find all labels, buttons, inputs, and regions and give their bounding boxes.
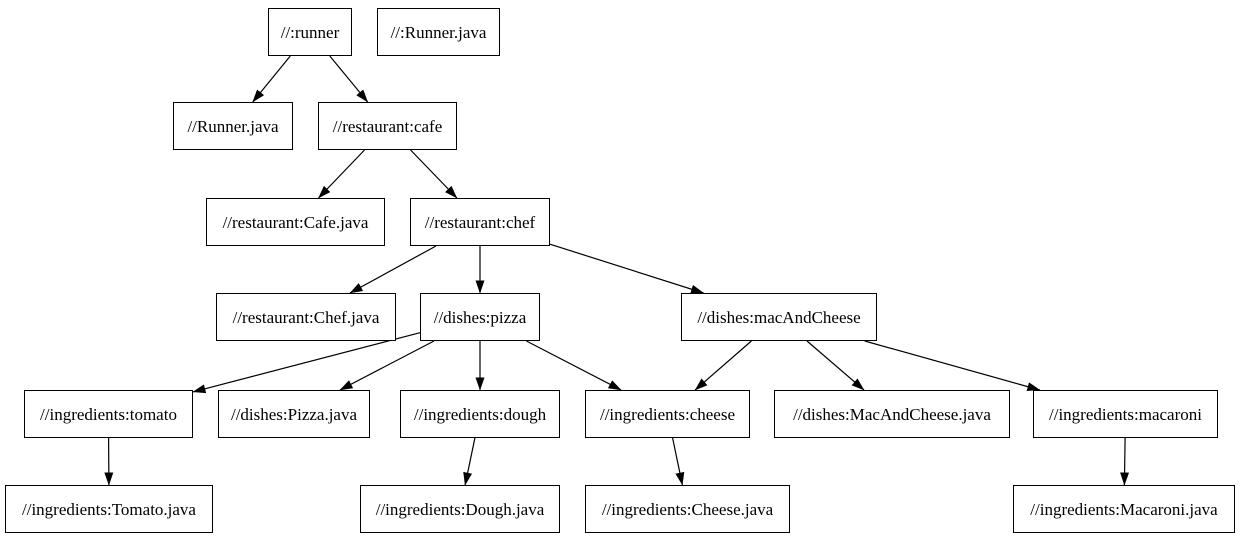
node-ingredients-cheese-java: //ingredients:Cheese.java [585,485,790,533]
edge-chef-to-mac_and_cheese [549,243,704,294]
edge-chef-to-chef_java [349,245,437,294]
node-runner: //:runner [268,8,352,56]
node-restaurant-chef-java: //restaurant:Chef.java [216,293,396,341]
node-ingredients-dough: //ingredients:dough [400,390,560,438]
edge-pizza-to-tomato [192,332,421,394]
node-ingredients-tomato: //ingredients:tomato [24,390,193,438]
node-restaurant-cafe-java: //restaurant:Cafe.java [206,198,385,246]
edge-mac_and_cheese-to-cheese [694,340,752,391]
node-ingredients-cheese: //ingredients:cheese [585,390,750,438]
node-dishes-macandcheese-java: //dishes:MacAndCheese.java [774,390,1010,438]
edge-dough-to-dough_java [463,437,476,486]
node-ingredients-tomato-java: //ingredients:Tomato.java [5,485,213,533]
edge-mac_and_cheese-to-mac_and_cheese_java [806,340,865,391]
edge-cheese-to-cheese_java [672,437,685,486]
edge-macaroni-to-macaroni_java [1120,437,1130,486]
node-restaurant-chef: //restaurant:chef [410,198,550,246]
edge-pizza-to-pizza_java [339,340,435,391]
node-dishes-pizza-java: //dishes:Pizza.java [218,390,370,438]
node-runner-java: //Runner.java [173,102,293,150]
node-dishes-macandcheese: //dishes:macAndCheese [681,293,877,341]
node-ingredients-dough-java: //ingredients:Dough.java [360,485,560,533]
edge-mac_and_cheese-to-macaroni [864,340,1041,391]
node-dishes-pizza: //dishes:pizza [420,293,540,341]
node-ingredients-macaroni: //ingredients:macaroni [1033,390,1218,438]
edge-runner-to-cafe [329,55,369,103]
node-restaurant-cafe: //restaurant:cafe [318,102,457,150]
edge-cafe-to-chef [410,149,458,199]
node-ingredients-macaroni-java: //ingredients:Macaroni.java [1013,485,1235,533]
edge-cafe-to-cafe_java [318,149,365,199]
edge-runner-to-runner_java [252,55,291,103]
edge-pizza-to-cheese [526,340,622,391]
node-runner-java-root: //:Runner.java [377,8,500,56]
